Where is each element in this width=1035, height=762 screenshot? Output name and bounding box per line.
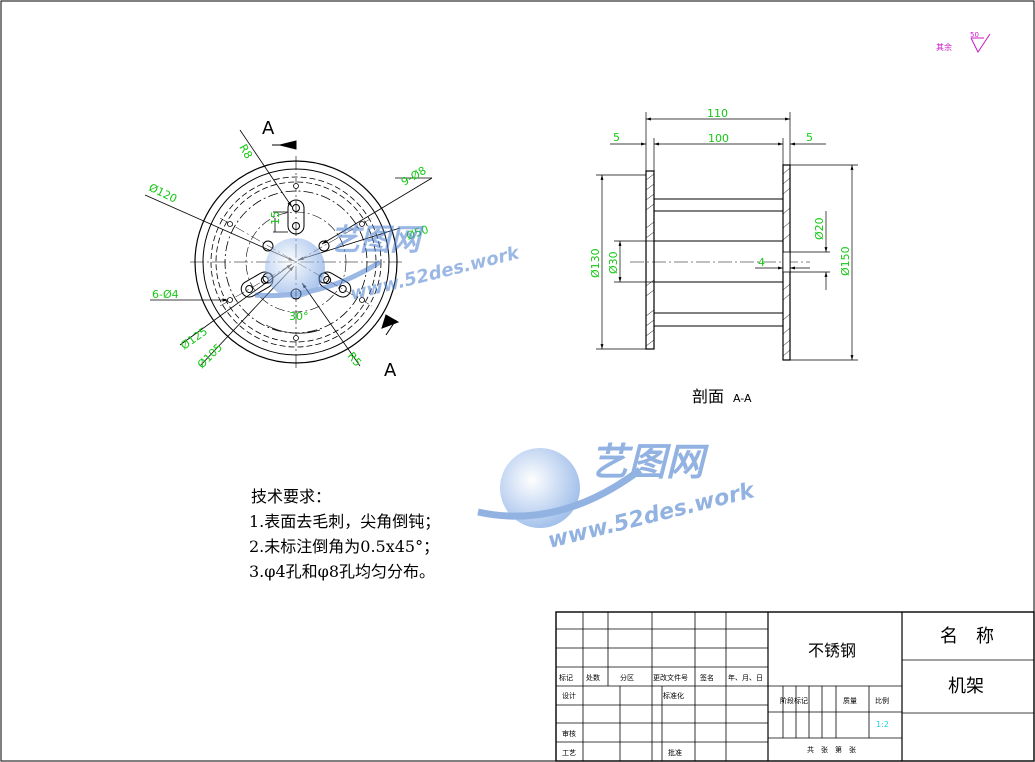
svg-text:标记: 标记 (559, 673, 573, 682)
svg-text:A: A (384, 360, 397, 381)
svg-text:3.φ4孔和φ8孔均匀分布。: 3.φ4孔和φ8孔均匀分布。 (249, 562, 435, 581)
svg-text:Ø105: Ø105 (195, 341, 225, 371)
svg-text:15: 15 (269, 211, 282, 225)
svg-text:A-A: A-A (733, 392, 752, 405)
title-block-text: 标记 处数 分区 更改文件号 签名 年、月、日 设计 标准化 审核 工艺 批准 … (559, 626, 994, 757)
svg-text:比例: 比例 (875, 696, 889, 705)
svg-text:名 称: 名 称 (940, 626, 994, 647)
svg-text:标准化: 标准化 (663, 691, 684, 700)
svg-text:共 张 第 张: 共 张 第 张 (807, 745, 856, 754)
svg-text:100: 100 (708, 132, 729, 145)
svg-text:设计: 设计 (562, 691, 576, 700)
svg-text:批准: 批准 (668, 748, 682, 757)
svg-text:Ø130: Ø130 (589, 248, 602, 278)
svg-text:工艺: 工艺 (562, 749, 576, 757)
svg-text:Ø150: Ø150 (839, 246, 852, 276)
svg-text:5: 5 (613, 131, 620, 144)
svg-text:1:2: 1:2 (876, 720, 889, 729)
svg-text:艺图网: 艺图网 (330, 223, 424, 258)
svg-text:技术要求：: 技术要求： (251, 487, 331, 506)
svg-text:R8: R8 (236, 142, 255, 161)
svg-text:不锈钢: 不锈钢 (808, 641, 856, 660)
svg-text:艺图网: 艺图网 (590, 440, 709, 484)
tech-requirements: 技术要求： 1.表面去毛刺，尖角倒钝； 2.未标注倒角为0.5x45°； 3.φ… (249, 487, 440, 581)
svg-text:质量: 质量 (843, 696, 857, 705)
svg-text:30°: 30° (289, 310, 309, 323)
svg-text:Ø120: Ø120 (147, 181, 179, 206)
svg-text:2.未标注倒角为0.5x45°；: 2.未标注倒角为0.5x45°； (249, 537, 439, 556)
svg-text:机架: 机架 (948, 676, 984, 697)
svg-text:1.表面去毛刺，尖角倒钝；: 1.表面去毛刺，尖角倒钝； (249, 512, 440, 531)
svg-text:A: A (262, 118, 275, 139)
svg-text:Ø30: Ø30 (607, 251, 620, 274)
roughness-note: 其余 50 (936, 31, 991, 53)
section-view: 110 100 5 5 Ø130 Ø30 Ø150 Ø20 4 (589, 107, 858, 406)
svg-text:其余: 其余 (936, 42, 952, 52)
svg-text:年、月、日: 年、月、日 (728, 673, 763, 682)
svg-text:剖面: 剖面 (692, 387, 724, 406)
svg-text:处数: 处数 (586, 673, 600, 682)
watermark-logo-large: 艺图网 www.52des.work (477, 440, 758, 554)
svg-text:阶段标记: 阶段标记 (780, 696, 808, 705)
svg-text:Ø125: Ø125 (178, 325, 210, 353)
svg-text:5: 5 (806, 131, 813, 144)
svg-text:50: 50 (970, 31, 979, 39)
svg-text:4: 4 (758, 256, 765, 269)
svg-text:签名: 签名 (700, 673, 714, 682)
svg-text:审核: 审核 (562, 729, 576, 738)
svg-text:R5: R5 (345, 350, 364, 370)
svg-text:6-Ø4: 6-Ø4 (152, 288, 179, 301)
title-block (555, 611, 1035, 762)
svg-text:分区: 分区 (620, 673, 634, 682)
svg-text:Ø20: Ø20 (813, 217, 826, 240)
svg-text:9-Ø8: 9-Ø8 (399, 164, 429, 189)
svg-text:更改文件号: 更改文件号 (653, 673, 688, 682)
svg-text:110: 110 (707, 107, 728, 120)
